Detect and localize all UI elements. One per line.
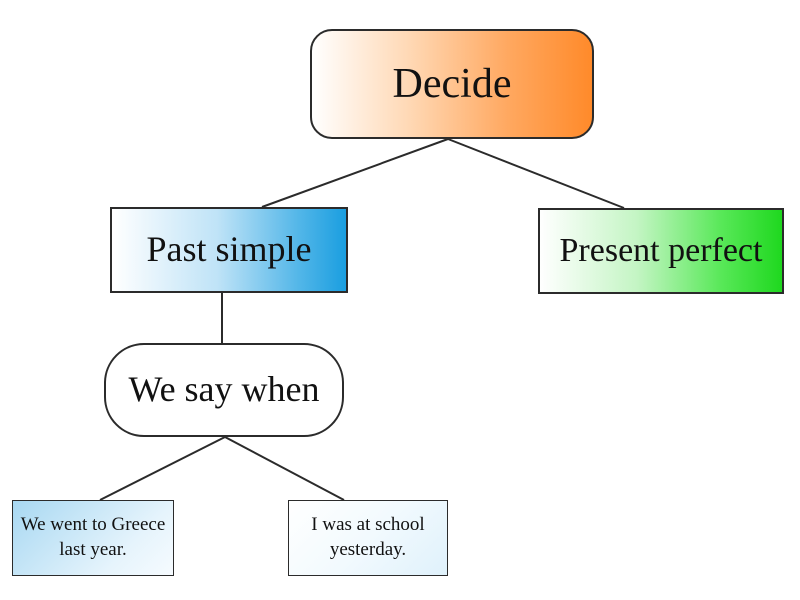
edge-decide-present-perfect bbox=[447, 138, 625, 209]
edge-decide-past-simple bbox=[261, 138, 449, 208]
node-present-perfect: Present perfect bbox=[538, 208, 784, 294]
node-example-school: I was at school yesterday. bbox=[288, 500, 448, 576]
node-decide: Decide bbox=[310, 29, 594, 139]
node-example-greece-label: We went to Greece last year. bbox=[20, 514, 166, 560]
node-present-perfect-label: Present perfect bbox=[559, 232, 763, 270]
node-we-say-when-label: We say when bbox=[128, 369, 320, 410]
edge-we-say-when-example-1 bbox=[99, 436, 226, 501]
node-past-simple: Past simple bbox=[110, 207, 348, 293]
node-example-greece: We went to Greece last year. bbox=[12, 500, 174, 576]
node-example-school-label: I was at school yesterday. bbox=[311, 514, 425, 560]
node-decide-label: Decide bbox=[392, 60, 512, 107]
node-past-simple-label: Past simple bbox=[146, 229, 312, 270]
edge-we-say-when-example-2 bbox=[224, 436, 345, 501]
node-we-say-when: We say when bbox=[104, 343, 344, 437]
